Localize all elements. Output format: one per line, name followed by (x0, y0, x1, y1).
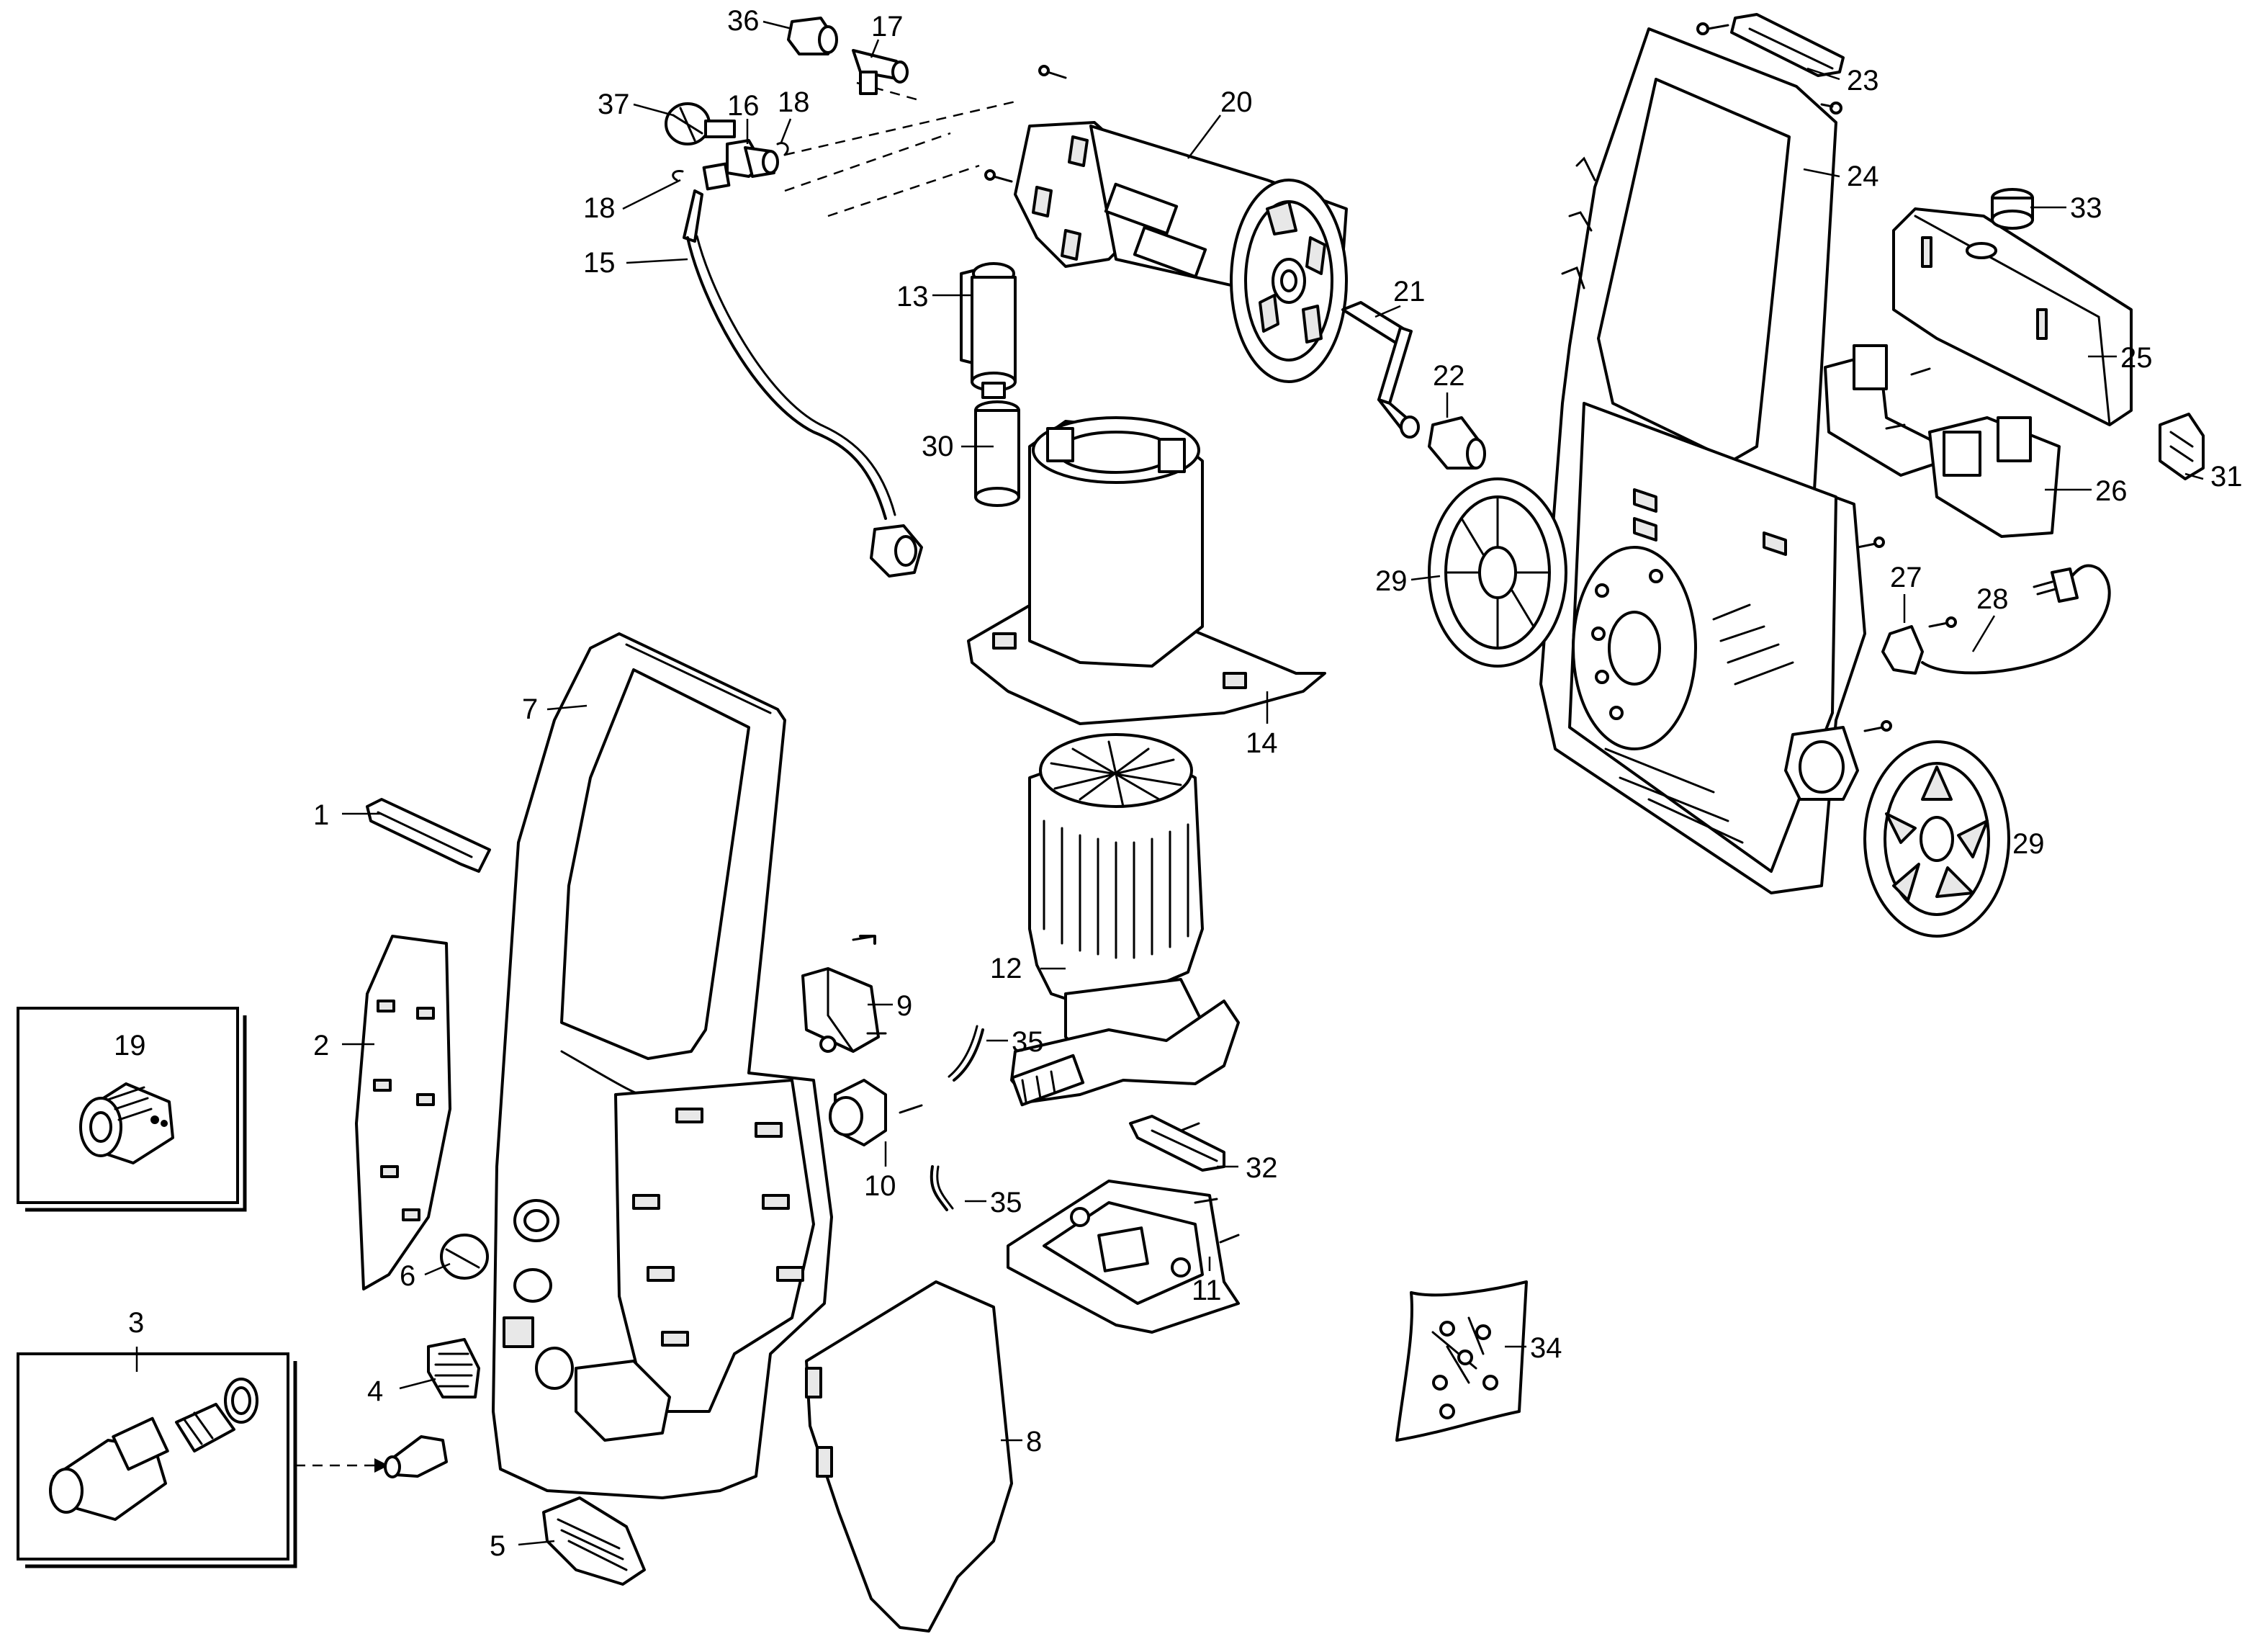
part-25-detergent-tank (1892, 207, 2133, 426)
part-7-front-housing (492, 632, 833, 1499)
callout-25: 25 (2120, 342, 2153, 374)
part-35-small-hose-lower (930, 1165, 954, 1211)
callout-16: 16 (727, 90, 760, 122)
part-17-tee-fitting (852, 49, 909, 95)
leader-lines (135, 20, 2204, 1546)
part-11-base-tray (1007, 1180, 1240, 1334)
callout-10: 10 (864, 1170, 896, 1202)
part-3-quick-connector-set (49, 1378, 258, 1521)
callout-21: 21 (1393, 276, 1426, 307)
callout-35-upper: 35 (1012, 1026, 1044, 1058)
part-32-bracket (1129, 1115, 1225, 1172)
callout-15: 15 (583, 247, 616, 279)
callout-3: 3 (128, 1307, 144, 1339)
part-22-crank-grip (1428, 416, 1486, 470)
part-34-screw-bag (1395, 1280, 1528, 1442)
part-15-hose (683, 189, 923, 578)
part-26-accessory-holder (1824, 344, 2061, 538)
callout-18-bottom: 18 (583, 192, 616, 224)
part-30-filter (974, 400, 1020, 507)
callout-5: 5 (490, 1530, 505, 1562)
callout-14: 14 (1246, 727, 1278, 759)
part-9-pressure-switch (801, 935, 887, 1053)
callout-22: 22 (1433, 360, 1465, 392)
callout-2: 2 (313, 1030, 329, 1061)
callout-12: 12 (990, 953, 1022, 984)
callout-23: 23 (1847, 65, 1879, 96)
part-24-rear-frame (1539, 27, 1866, 894)
callout-26: 26 (2095, 475, 2128, 507)
part-20-hose-reel (1014, 121, 1348, 383)
part-14-motor-housing (967, 416, 1326, 725)
part-18-clips (672, 142, 789, 181)
screws-middle (1194, 1198, 1240, 1244)
callout-33: 33 (2070, 192, 2102, 224)
part-29-wheel-left (1428, 477, 1567, 668)
part-6-knob (440, 1234, 489, 1280)
part-16-valve-body (702, 139, 779, 191)
callout-6: 6 (400, 1260, 415, 1292)
callout-8: 8 (1026, 1426, 1042, 1458)
part-27-switch (1881, 616, 1957, 675)
part-5-vent-grille (542, 1496, 646, 1586)
callout-17: 17 (871, 11, 904, 42)
part-4-filter-cap (427, 1338, 480, 1398)
connector-arrow (295, 1458, 389, 1473)
part-35-small-hose-upper (948, 1025, 984, 1082)
callout-labels: 1 2 3 4 5 6 7 8 9 10 11 12 13 14 15 16 1… (114, 5, 2243, 1562)
callout-13: 13 (896, 281, 929, 313)
part-3-nozzle-adapter (384, 1435, 448, 1478)
part-23-top-cap (1696, 13, 1845, 114)
callout-28: 28 (1976, 583, 2009, 615)
part-31-clip (2159, 413, 2205, 480)
part-1-handle-grip (366, 798, 491, 873)
callout-29-right: 29 (2012, 828, 2045, 860)
callout-7: 7 (522, 693, 538, 725)
part-13-detergent-bottle (960, 262, 1017, 399)
callout-29-left: 29 (1375, 565, 1408, 597)
part-12-motor-pump (1010, 733, 1240, 1107)
part-28-power-cord (1921, 564, 2111, 675)
callout-35-lower: 35 (990, 1187, 1022, 1218)
callout-27: 27 (1890, 562, 1922, 593)
callout-24: 24 (1847, 161, 1879, 192)
callout-4: 4 (367, 1375, 383, 1407)
screws-reel (984, 65, 1067, 183)
callout-18-top: 18 (778, 86, 810, 118)
callout-1: 1 (313, 799, 329, 831)
callout-37: 37 (598, 89, 630, 120)
callout-34: 34 (1530, 1332, 1562, 1364)
callout-11: 11 (1192, 1275, 1222, 1306)
callout-20: 20 (1220, 86, 1253, 118)
callout-36: 36 (727, 5, 760, 37)
part-2-side-cover (355, 935, 451, 1290)
part-36-cap (787, 17, 838, 55)
inset-3-box (17, 1352, 297, 1568)
callout-31: 31 (2210, 461, 2243, 493)
callout-30: 30 (922, 431, 954, 462)
callout-19: 19 (114, 1030, 146, 1061)
part-29-wheel-right (1863, 740, 2010, 938)
part-21-crank-handle (1341, 301, 1420, 439)
part-37-knob (665, 102, 736, 145)
callout-32: 32 (1246, 1152, 1278, 1184)
part-19-hose-coupling (79, 1082, 174, 1164)
screws-right (1856, 536, 1892, 732)
dashed-guide-lines (784, 81, 1020, 217)
inset-19-box (17, 1007, 247, 1212)
part-33-tank-cap (1966, 188, 2034, 259)
callout-9: 9 (896, 990, 912, 1022)
part-8-side-panel (805, 1280, 1013, 1633)
part-10-valve (829, 1079, 923, 1146)
